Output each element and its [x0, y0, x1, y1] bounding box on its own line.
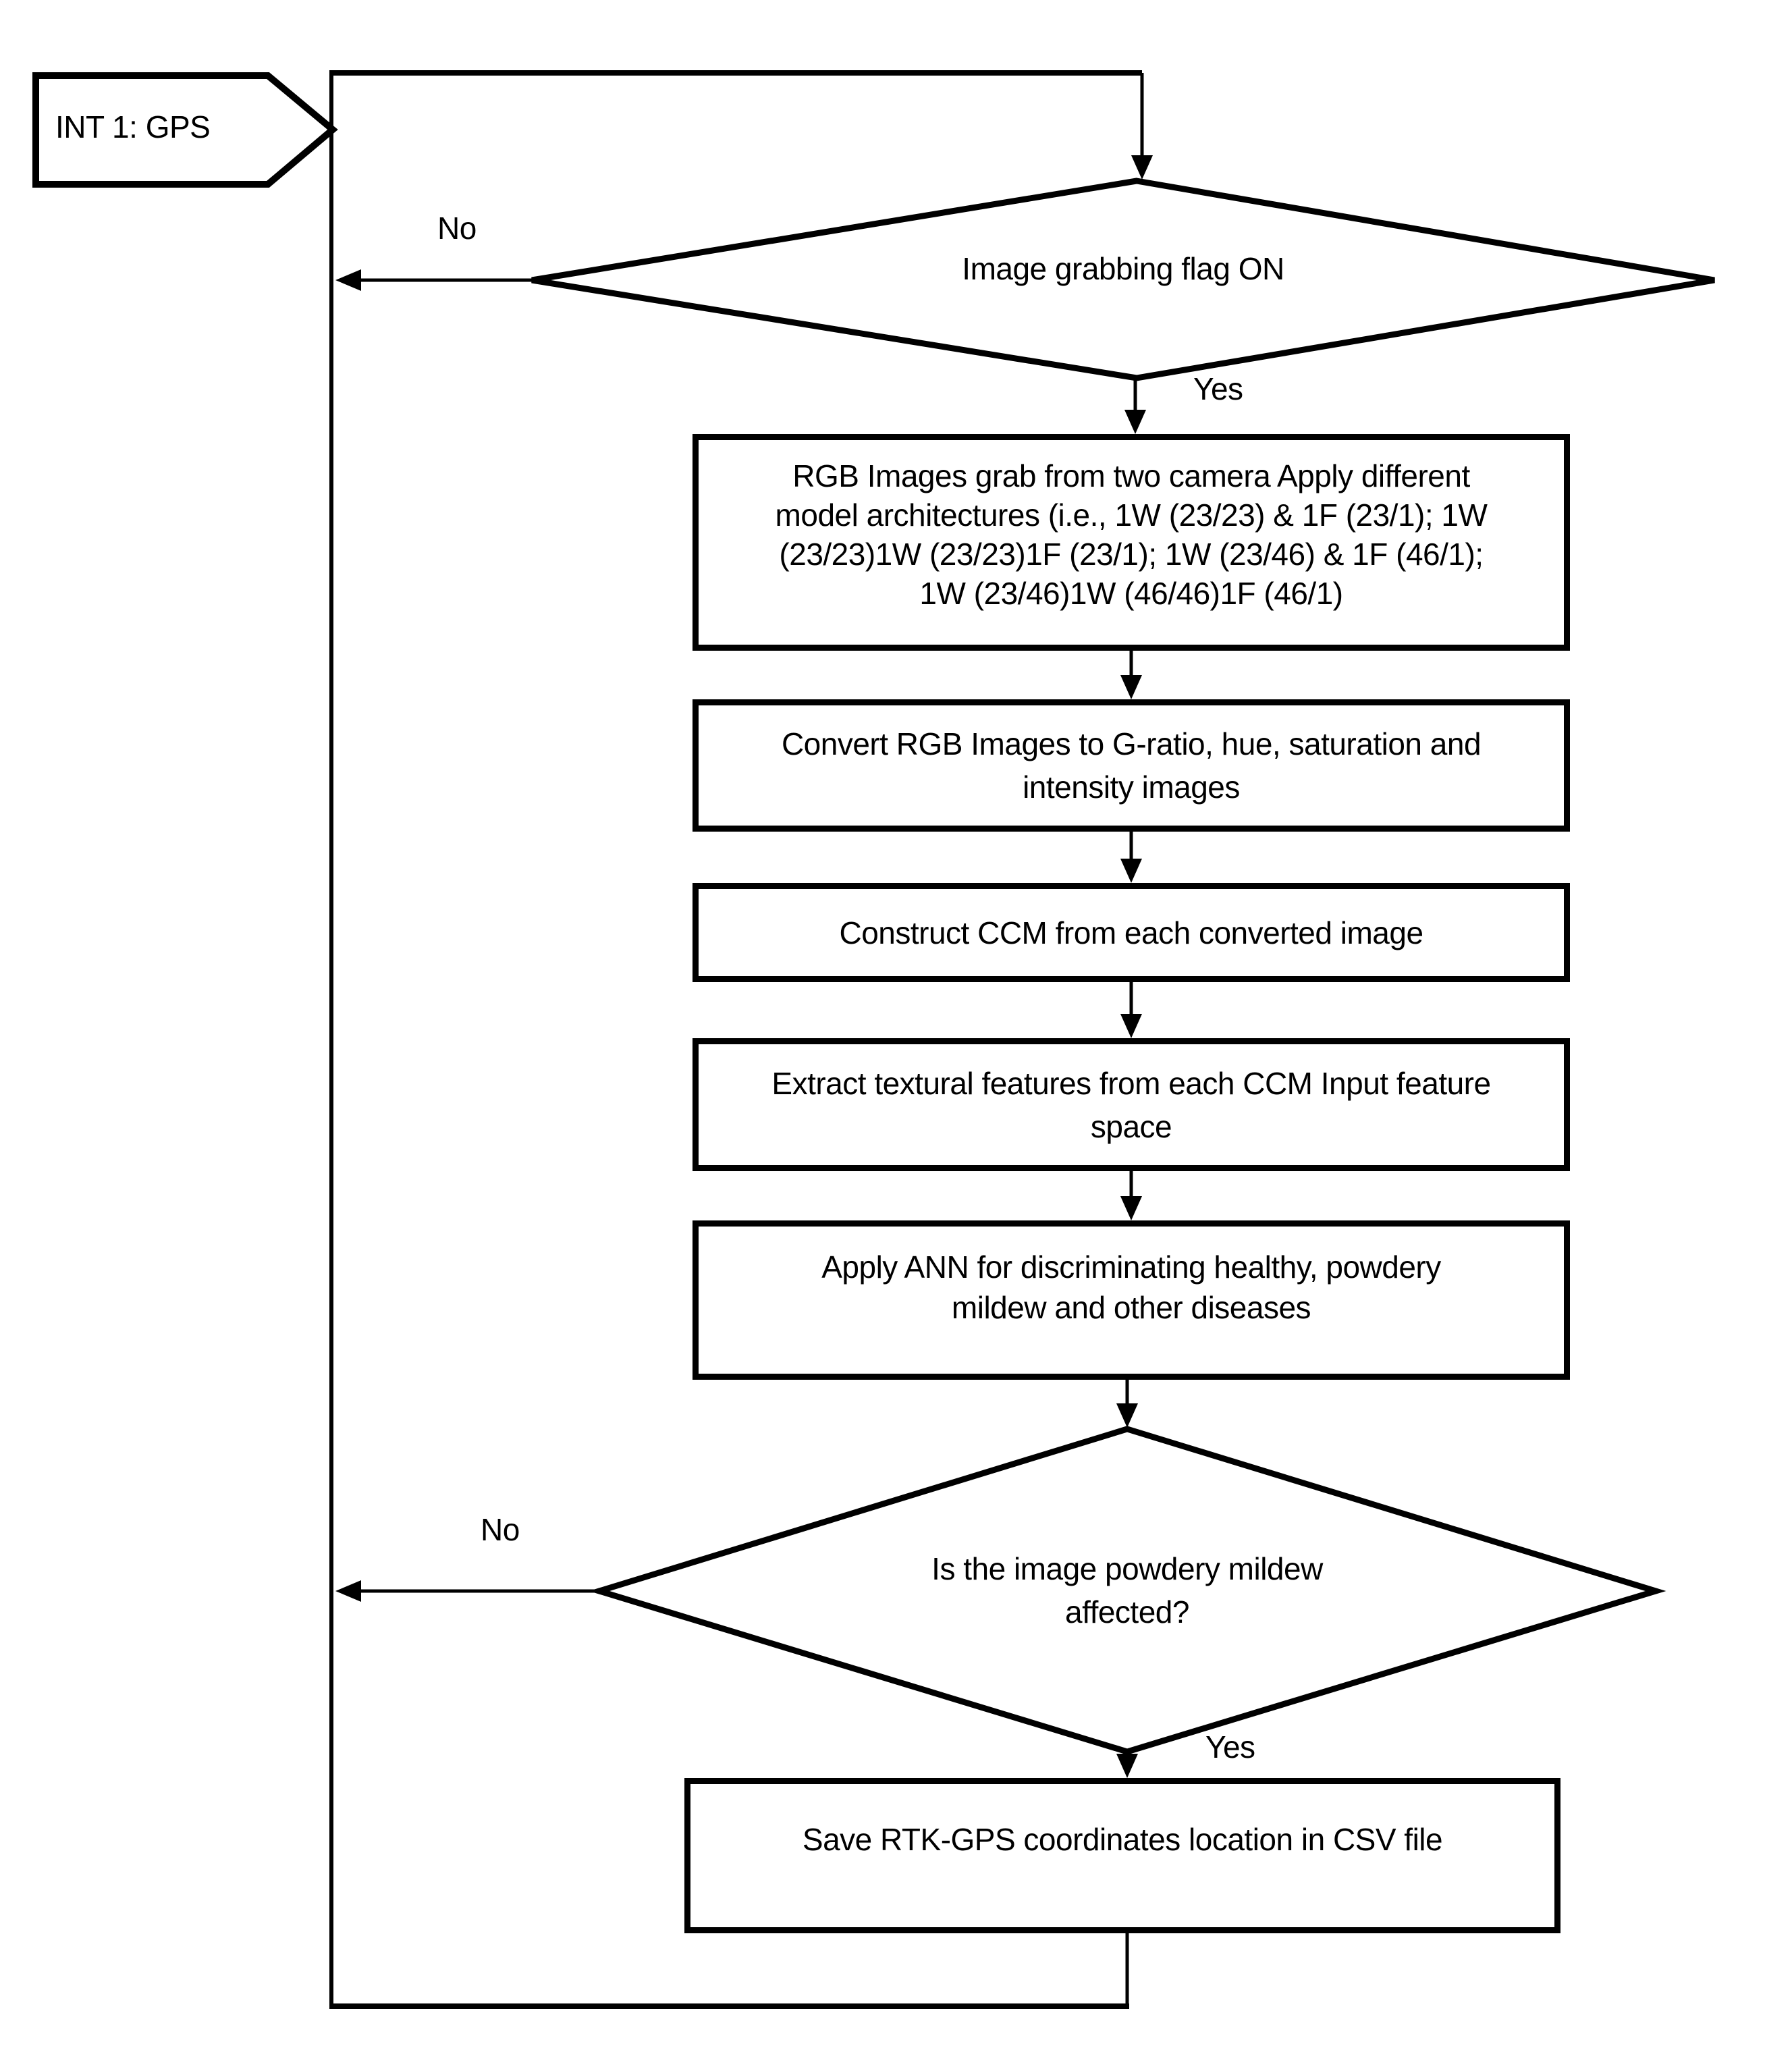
- process-rgb-grab-line3: (23/23)1W (23/23)1F (23/1); 1W (23/46) &…: [779, 537, 1484, 572]
- process-rgb-grab-box: RGB Images grab from two camera Apply di…: [693, 434, 1570, 651]
- process-apply-ann-box: Apply ANN for discriminating healthy, po…: [693, 1220, 1570, 1380]
- decision2-label-line2: affected?: [1065, 1594, 1189, 1630]
- process-convert-rgb-line1: Convert RGB Images to G-ratio, hue, satu…: [781, 726, 1482, 761]
- entry-arrowhead-icon: [1131, 155, 1153, 180]
- decision2-no-label: No: [481, 1512, 520, 1547]
- process-save-gps-box: Save RTK-GPS coordinates location in CSV…: [684, 1778, 1560, 1933]
- decision1-no-label: No: [437, 211, 477, 246]
- box3-box4-arrowhead-icon: [1120, 1014, 1142, 1038]
- process-construct-ccm-box: Construct CCM from each converted image: [693, 883, 1570, 982]
- process-rgb-grab-line1: RGB Images grab from two camera Apply di…: [792, 458, 1470, 493]
- process-convert-rgb-box: Convert RGB Images to G-ratio, hue, satu…: [693, 699, 1570, 832]
- process-rgb-grab-line4: 1W (23/46)1W (46/46)1F (46/1): [919, 576, 1343, 611]
- process-apply-ann-line2: mildew and other diseases: [951, 1290, 1311, 1325]
- box2-box3-arrowhead-icon: [1120, 859, 1142, 883]
- box4-box5-arrowhead-icon: [1120, 1196, 1142, 1220]
- process-save-gps-line1: Save RTK-GPS coordinates location in CSV…: [802, 1822, 1443, 1857]
- box1-box2-arrowhead-icon: [1120, 675, 1142, 699]
- process-rgb-grab-line2: model architectures (i.e., 1W (23/23) & …: [775, 497, 1488, 533]
- decision2-yes-arrowhead-icon: [1116, 1754, 1138, 1778]
- decision2-diamond: [589, 1426, 1666, 1755]
- decision2-label: Is the image powdery mildew affected?: [823, 1547, 1431, 1634]
- decision2-label-line1: Is the image powdery mildew: [931, 1551, 1323, 1586]
- box5-decision2-arrowhead-icon: [1116, 1403, 1138, 1428]
- process-extract-features-line2: space: [1090, 1108, 1172, 1144]
- start-pentagon: [32, 72, 338, 188]
- process-apply-ann-line1: Apply ANN for discriminating healthy, po…: [821, 1249, 1441, 1285]
- decision1-yes-label: Yes: [1193, 371, 1243, 406]
- decision1-diamond: [531, 178, 1715, 381]
- decision1-no-arrowhead-icon: [335, 269, 361, 291]
- decision2-no-arrowhead-icon: [335, 1580, 361, 1602]
- process-construct-ccm-line1: Construct CCM from each converted image: [839, 915, 1423, 950]
- decision2-yes-label: Yes: [1205, 1729, 1255, 1765]
- process-extract-features-line1: Extract textural features from each CCM …: [771, 1065, 1491, 1101]
- decision1-yes-arrowhead-icon: [1124, 410, 1146, 434]
- decision1-label: Image grabbing flag ON: [962, 251, 1284, 286]
- start-pentagon-label: INT 1: GPS: [55, 109, 211, 144]
- process-convert-rgb-line2: intensity images: [1023, 770, 1240, 805]
- process-extract-features-box: Extract textural features from each CCM …: [693, 1038, 1570, 1171]
